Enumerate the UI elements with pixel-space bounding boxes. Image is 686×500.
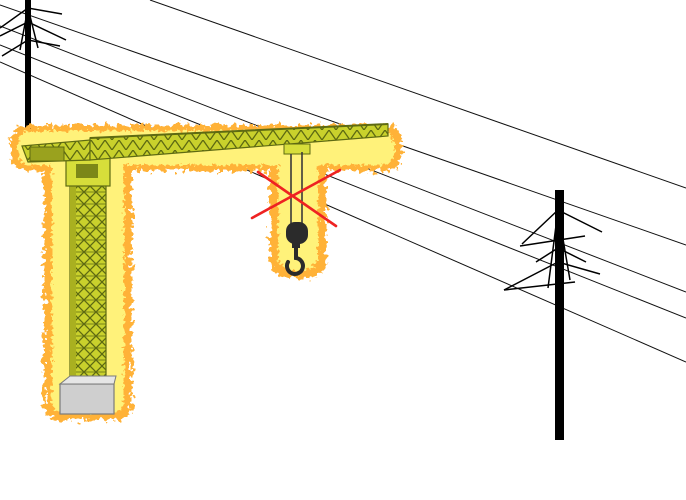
power-line-4 [0, 61, 686, 363]
power-lines [0, 0, 686, 363]
power-line-3 [0, 44, 686, 319]
tower-crane-icon [21, 123, 389, 415]
pylon-pole [25, 0, 31, 132]
power-line-5 [149, 0, 686, 189]
crane-trolley [283, 143, 311, 155]
crane-counterweight [29, 146, 65, 162]
pylon-pole [555, 190, 564, 440]
crane-hook-icon [284, 222, 308, 276]
power-pylon-right [503, 190, 603, 440]
crane-ballast [59, 383, 115, 415]
power-pylon-left [0, 0, 67, 132]
crossed-out-hook-icon [250, 168, 342, 228]
